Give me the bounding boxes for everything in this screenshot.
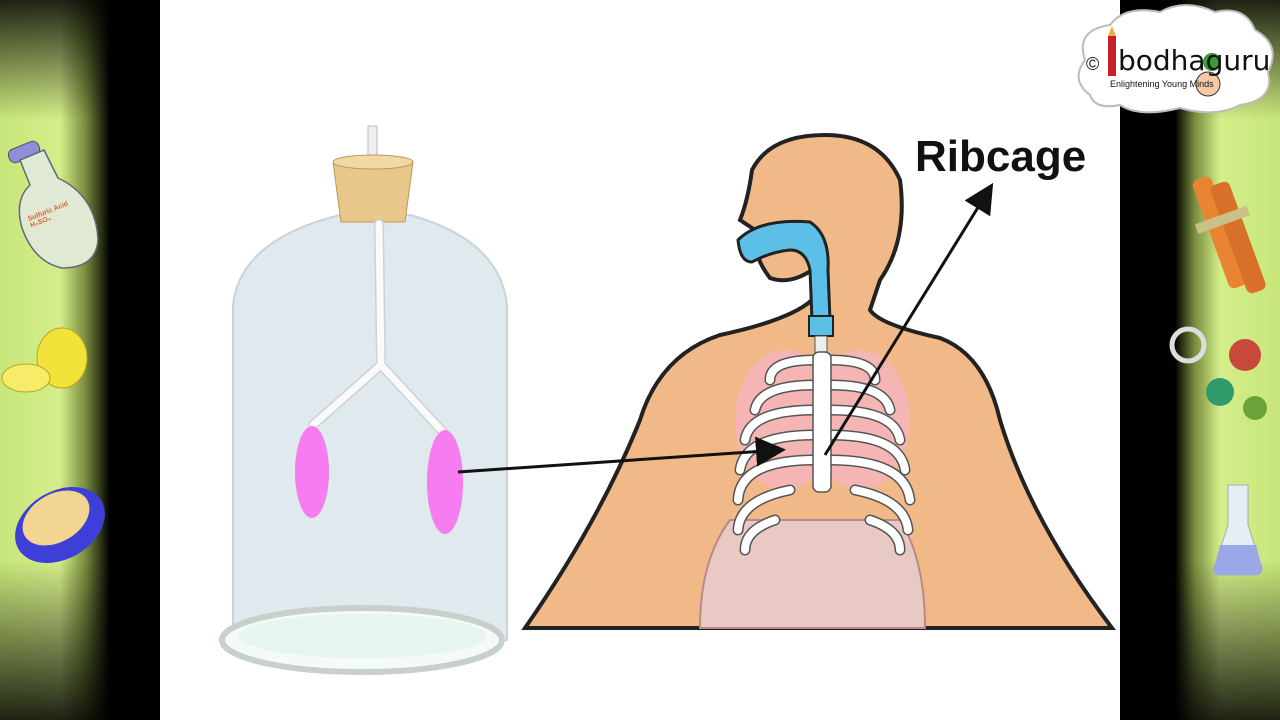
airway-icon	[736, 219, 834, 357]
molecule-icon	[1169, 326, 1267, 420]
dynamite-icon	[1192, 176, 1266, 294]
y-tube	[308, 219, 448, 437]
ribcage-pointer-arrow	[823, 182, 994, 456]
dish-icon	[15, 487, 105, 563]
bell-jar	[219, 214, 508, 675]
lemon-icon	[1, 327, 88, 393]
logo-cloud	[1077, 4, 1274, 114]
ribcage	[732, 350, 916, 556]
cork-icon	[332, 125, 414, 223]
balloon-left	[295, 426, 329, 518]
ribcage-label: Ribcage	[915, 132, 1087, 181]
balloon-to-lung-arrow	[457, 436, 786, 474]
acid-bottle-icon	[7, 140, 99, 269]
logo-brand: bodhaguru	[1118, 44, 1271, 77]
copyright-symbol: ©	[1086, 54, 1100, 74]
balloon-right	[427, 430, 463, 534]
flask-icon	[1213, 484, 1263, 576]
logo-tagline: Enlightening Young Minds	[1110, 79, 1214, 89]
